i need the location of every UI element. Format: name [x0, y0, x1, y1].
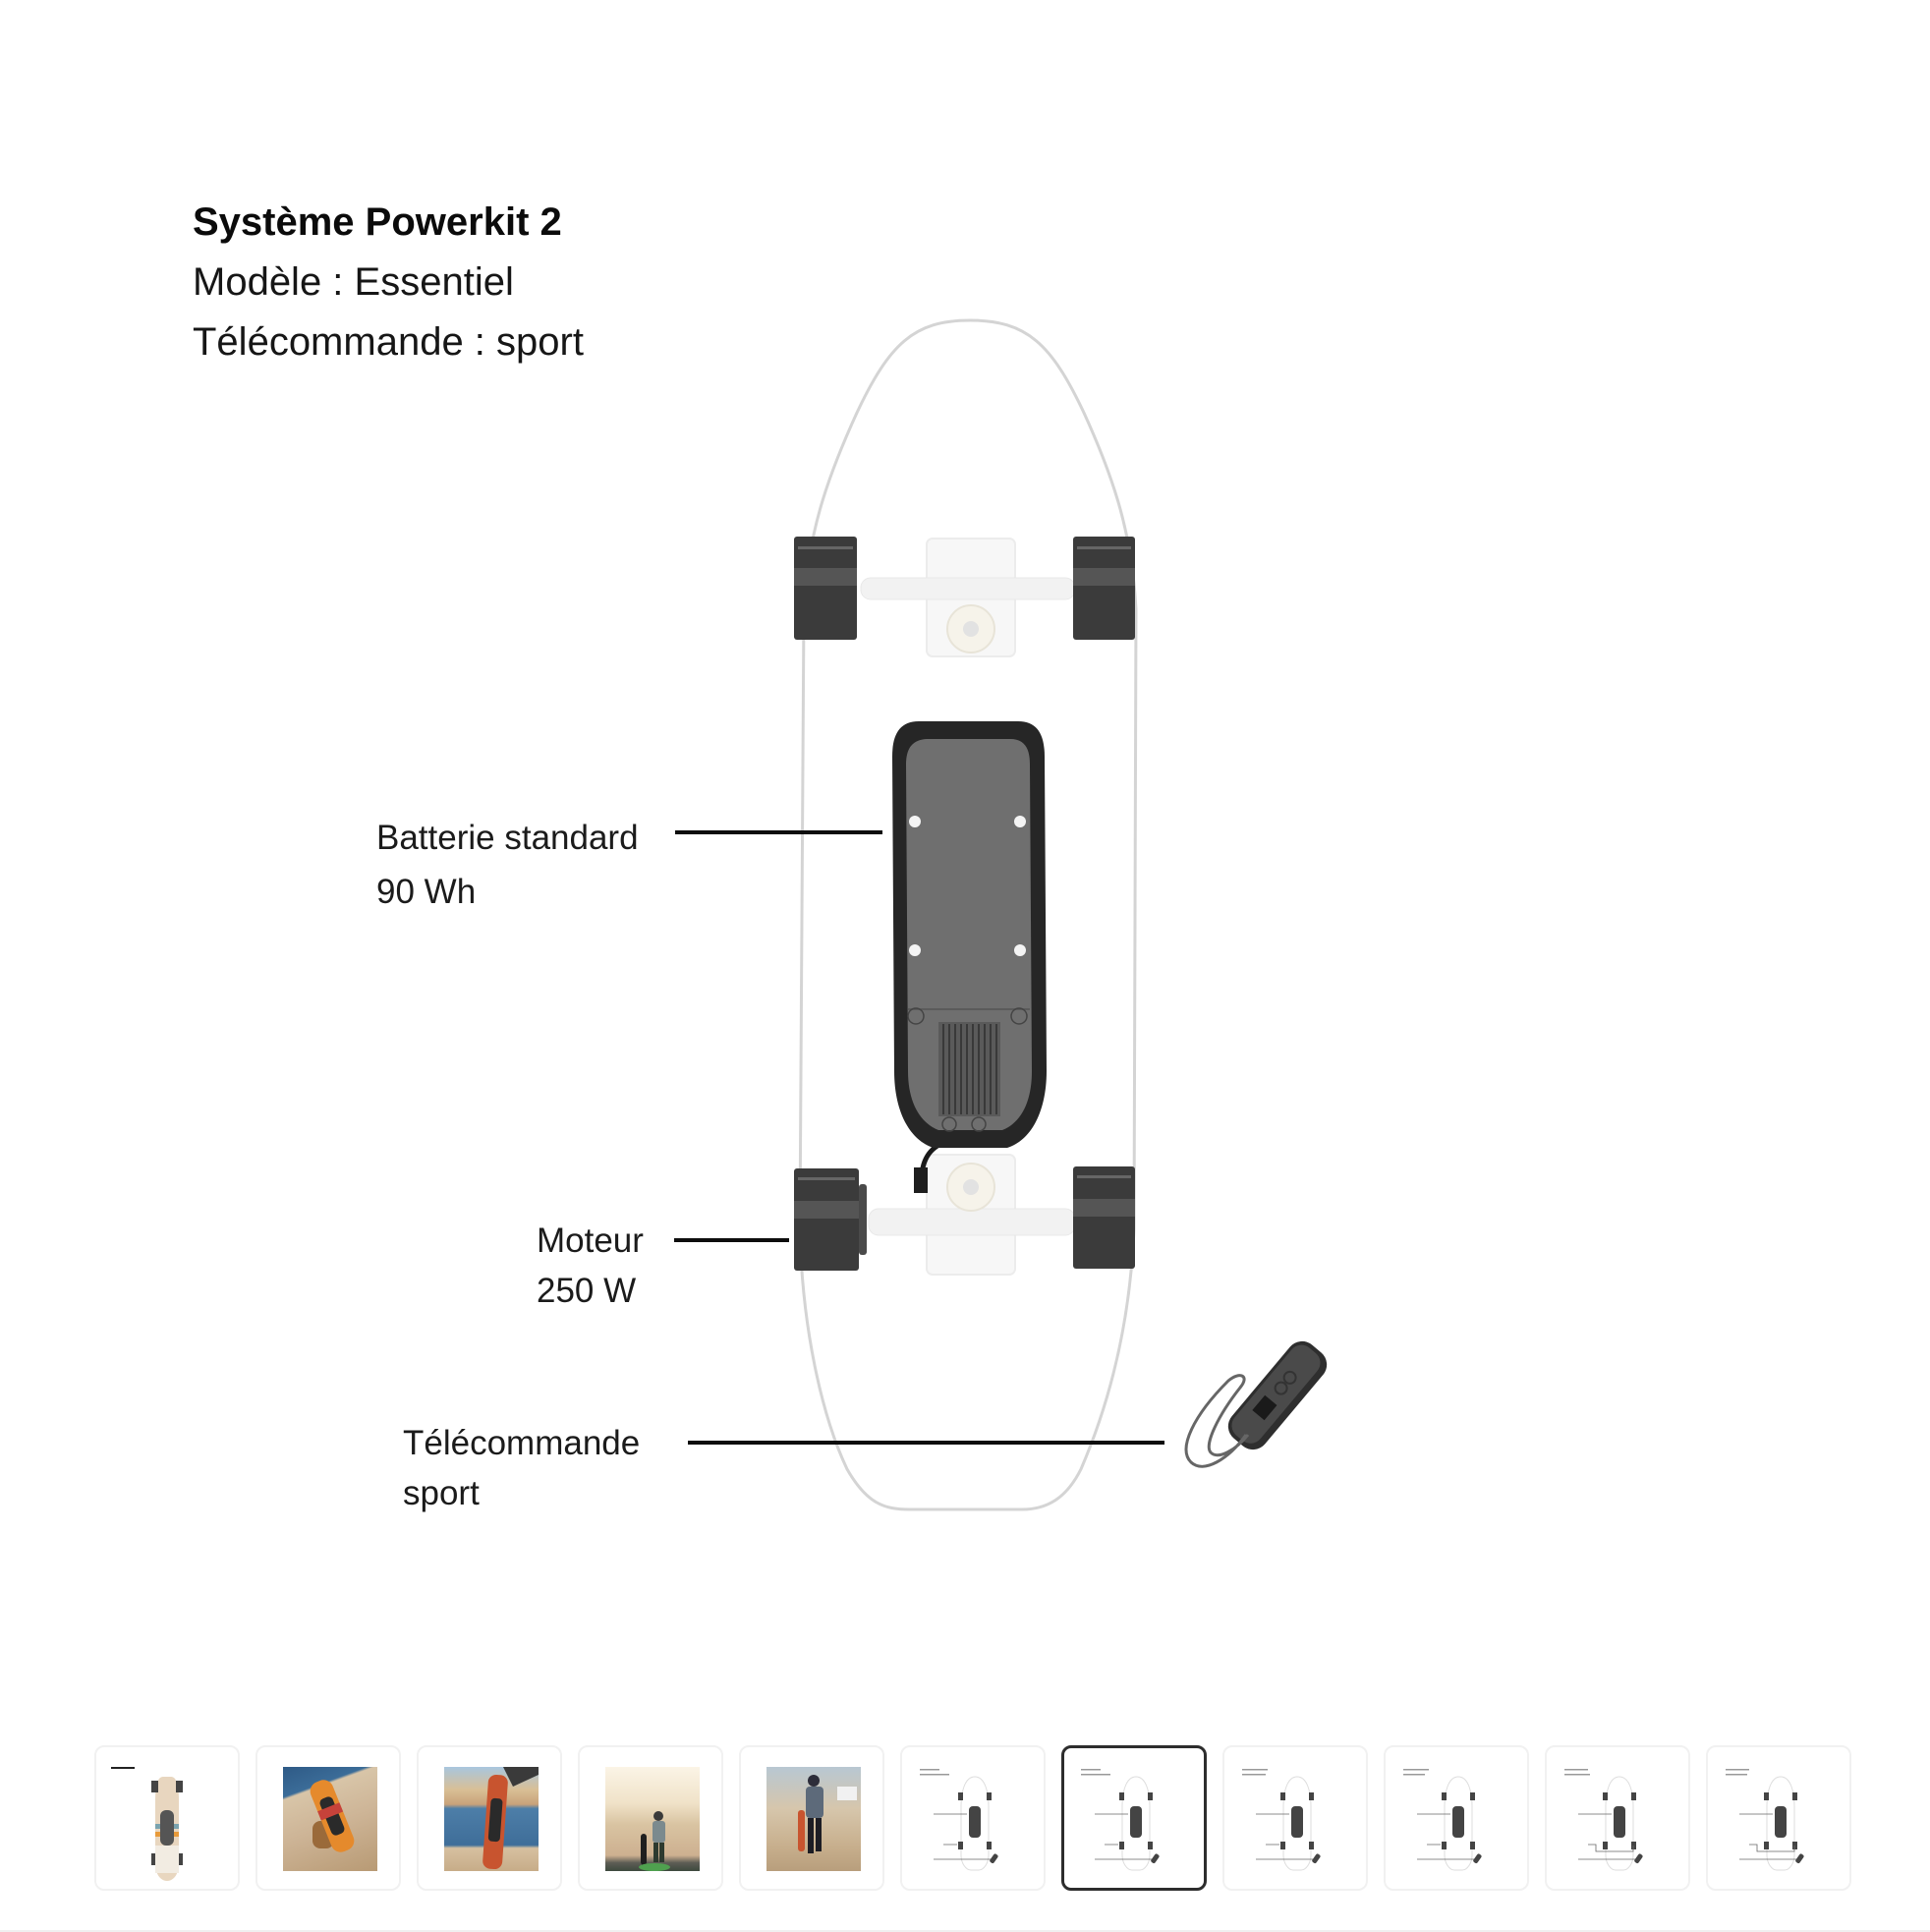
thumbnail-6[interactable] [900, 1745, 1046, 1891]
thumbnail-3[interactable] [417, 1745, 562, 1891]
photo-rider-sunset [605, 1767, 700, 1871]
product-title: Système Powerkit 2 [193, 200, 562, 244]
rear-truck-icon [868, 1154, 1076, 1276]
remote-leader-line [688, 1441, 1164, 1445]
mini-diagram-icon [920, 1769, 998, 1871]
mini-diagram-icon [1564, 1769, 1643, 1871]
bottom-divider [0, 1930, 1930, 1932]
remote-callout: Télécommande sport [403, 1418, 640, 1518]
thumbnail-7-selected[interactable] [1061, 1745, 1207, 1891]
battery-callout: Batterie standard 90 Wh [376, 811, 639, 919]
thumbnail-5[interactable] [739, 1745, 884, 1891]
thumbnail-9[interactable] [1384, 1745, 1529, 1891]
photo-rider-leaning [766, 1767, 861, 1871]
rear-left-motor-wheel-icon [794, 1168, 867, 1271]
battery-callout-name: Batterie standard [376, 819, 639, 857]
remote-callout-type: sport [403, 1474, 480, 1512]
remote-control-icon [1227, 1340, 1328, 1450]
mini-diagram-icon [1403, 1769, 1482, 1871]
thumbnail-2[interactable] [255, 1745, 401, 1891]
motor-leader-line [674, 1238, 789, 1242]
motor-callout-name: Moteur [537, 1222, 644, 1260]
board-top-view-icon [111, 1767, 183, 1881]
skateboard-deck-outline-icon [798, 318, 1138, 1511]
thumbnail-1[interactable] [94, 1745, 240, 1891]
mini-diagram-icon [1081, 1769, 1160, 1871]
lanyard-icon [1184, 1374, 1250, 1468]
remote-line: Télécommande : sport [193, 320, 584, 364]
product-config-header: Système Powerkit 2 Modèle : Essentiel Té… [193, 193, 584, 372]
thumbnail-10[interactable] [1545, 1745, 1690, 1891]
product-image-viewer: Système Powerkit 2 Modèle : Essentiel Té… [193, 193, 1328, 1518]
battery-callout-capacity: 90 Wh [376, 873, 477, 911]
thumbnail-8[interactable] [1222, 1745, 1368, 1891]
mini-diagram-icon [1242, 1769, 1321, 1871]
front-left-wheel-icon [794, 537, 857, 640]
battery-pack-icon [892, 721, 1047, 1148]
battery-leader-line [675, 830, 882, 834]
thumbnail-gallery [94, 1745, 1851, 1891]
powerkit-diagram [794, 318, 1328, 1511]
front-right-wheel-icon [1073, 537, 1135, 640]
remote-callout-name: Télécommande [403, 1424, 641, 1462]
motor-callout-power: 250 W [537, 1272, 637, 1310]
mini-diagram-icon [1726, 1769, 1804, 1871]
model-line: Modèle : Essentiel [193, 260, 514, 304]
front-truck-icon [860, 538, 1076, 657]
thumbnail-11[interactable] [1706, 1745, 1851, 1891]
photo-board-on-steps [283, 1767, 377, 1871]
photo-board-held-harbor [444, 1767, 539, 1871]
thumbnail-4[interactable] [578, 1745, 723, 1891]
motor-callout: Moteur 250 W [537, 1216, 644, 1316]
rear-right-wheel-icon [1073, 1166, 1135, 1269]
